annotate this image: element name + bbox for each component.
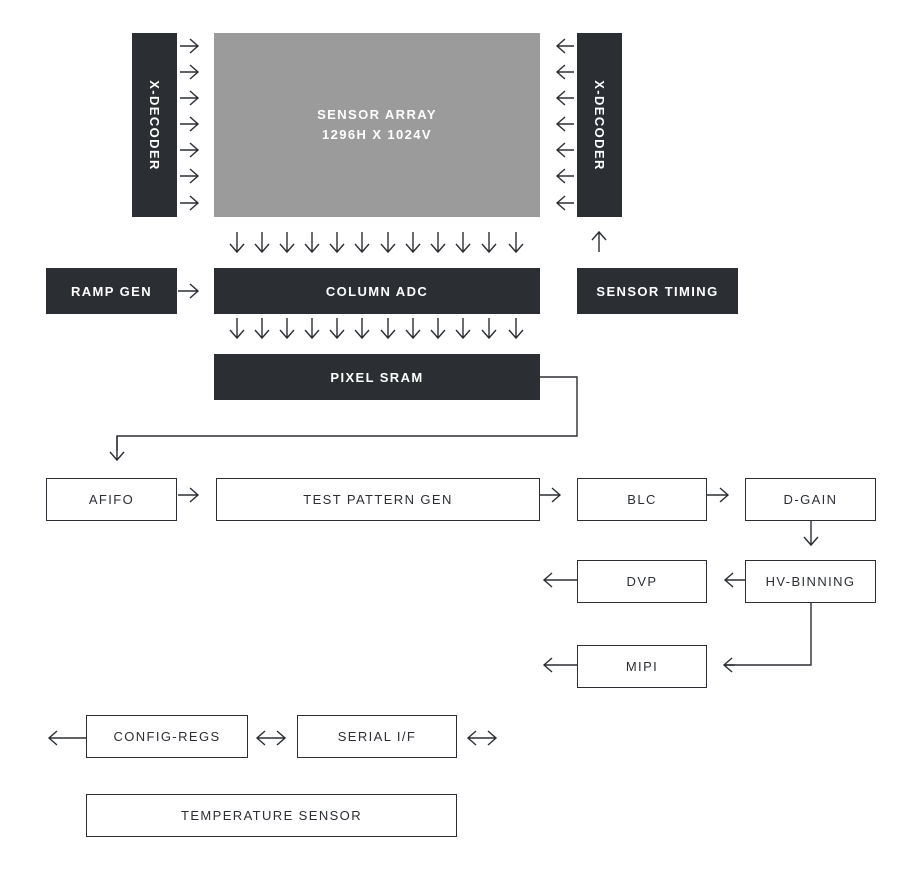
mipi-block: MIPI	[577, 645, 707, 688]
test-pattern-gen-label: TEST PATTERN GEN	[303, 492, 453, 507]
blc-label: BLC	[627, 492, 657, 507]
left-decoder-row-arrow	[180, 195, 200, 211]
left-decoder-row-arrow	[180, 168, 200, 184]
adc-to-sram-arrow	[279, 318, 295, 340]
hv-binning-label: HV-BINNING	[765, 574, 856, 589]
mipi-output-arrow	[542, 657, 577, 673]
array-to-adc-arrow	[279, 232, 295, 254]
blc-block: BLC	[577, 478, 707, 521]
sensor-array: SENSOR ARRAY 1296H X 1024V	[214, 33, 540, 217]
d-gain-label: D-GAIN	[783, 492, 838, 507]
left-decoder-row-arrow	[180, 142, 200, 158]
left-decoder-row-arrow	[180, 64, 200, 80]
afifo-label: AFIFO	[88, 492, 135, 507]
left-decoder-row-arrow	[180, 116, 200, 132]
adc-to-sram-arrow	[455, 318, 471, 340]
x-decoder-right: X-DECODER	[577, 33, 622, 217]
ramp-gen-to-adc-arrow	[178, 283, 200, 299]
adc-to-sram-arrow	[405, 318, 421, 340]
mipi-label: MIPI	[625, 659, 659, 674]
ramp-gen-label: RAMP GEN	[70, 283, 153, 299]
right-decoder-row-arrow	[555, 195, 574, 211]
blc-to-dgain-arrow	[707, 487, 730, 503]
left-decoder-row-arrow	[180, 90, 200, 106]
sram-to-afifo-arrow	[109, 436, 125, 462]
pixel-sram-block: PIXEL SRAM	[214, 354, 540, 400]
adc-to-sram-arrow	[254, 318, 270, 340]
dvp-label: DVP	[626, 574, 658, 589]
serial-if-block: SERIAL I/F	[297, 715, 457, 758]
afifo-to-tpg-arrow	[178, 487, 200, 503]
pixel-sram-label: PIXEL SRAM	[330, 369, 424, 385]
array-to-adc-arrow	[508, 232, 524, 254]
right-decoder-row-arrow	[555, 90, 574, 106]
afifo-block: AFIFO	[46, 478, 177, 521]
sensor-timing-to-decoder-arrow	[591, 230, 607, 252]
config-regs-output-arrow	[47, 730, 86, 746]
array-to-adc-arrow	[229, 232, 245, 254]
array-to-adc-arrow	[354, 232, 370, 254]
right-decoder-row-arrow	[555, 116, 574, 132]
temperature-sensor-block: TEMPERATURE SENSOR	[86, 794, 457, 837]
ramp-gen-block: RAMP GEN	[46, 268, 177, 314]
right-decoder-row-arrow	[555, 64, 574, 80]
column-adc-label: COLUMN ADC	[325, 283, 429, 299]
config-regs-label: CONFIG-REGS	[113, 729, 221, 744]
sensor-timing-label: SENSOR TIMING	[596, 283, 719, 299]
array-to-adc-arrow	[481, 232, 497, 254]
dvp-block: DVP	[577, 560, 707, 603]
adc-to-sram-arrow	[430, 318, 446, 340]
binning-to-mipi-wire	[725, 603, 812, 666]
array-to-adc-arrow	[430, 232, 446, 254]
right-decoder-row-arrow	[555, 168, 574, 184]
array-to-adc-arrow	[380, 232, 396, 254]
right-decoder-row-arrow	[555, 142, 574, 158]
column-adc-block: COLUMN ADC	[214, 268, 540, 314]
sram-to-afifo-wire	[116, 376, 578, 451]
hv-binning-block: HV-BINNING	[745, 560, 876, 603]
config-regs-block: CONFIG-REGS	[86, 715, 248, 758]
dvp-output-arrow	[542, 572, 577, 588]
left-decoder-row-arrow	[180, 38, 200, 54]
adc-to-sram-arrow	[481, 318, 497, 340]
temperature-sensor-label: TEMPERATURE SENSOR	[181, 808, 362, 823]
adc-to-sram-arrow	[229, 318, 245, 340]
sensor-array-title: SENSOR ARRAY	[317, 107, 437, 122]
adc-to-sram-arrow	[380, 318, 396, 340]
array-to-adc-arrow	[455, 232, 471, 254]
array-to-adc-arrow	[254, 232, 270, 254]
d-gain-block: D-GAIN	[745, 478, 876, 521]
tpg-to-blc-arrow	[540, 487, 562, 503]
binning-to-dvp-arrow	[723, 572, 745, 588]
config-serial-bidir-arrow	[255, 730, 287, 746]
array-to-adc-arrow	[329, 232, 345, 254]
adc-to-sram-arrow	[304, 318, 320, 340]
sensor-array-resolution: 1296H X 1024V	[322, 127, 432, 142]
adc-to-sram-arrow	[329, 318, 345, 340]
array-to-adc-arrow	[304, 232, 320, 254]
adc-to-sram-arrow	[508, 318, 524, 340]
right-decoder-row-arrow	[555, 38, 574, 54]
binning-to-mipi-arrow	[722, 657, 735, 673]
serial-if-label: SERIAL I/F	[337, 729, 417, 744]
sensor-timing-block: SENSOR TIMING	[577, 268, 738, 314]
test-pattern-gen-block: TEST PATTERN GEN	[216, 478, 540, 521]
array-to-adc-arrow	[405, 232, 421, 254]
serial-external-bidir-arrow	[466, 730, 498, 746]
adc-to-sram-arrow	[354, 318, 370, 340]
x-decoder-left: X-DECODER	[132, 33, 177, 217]
dgain-to-binning-arrow	[803, 521, 819, 547]
